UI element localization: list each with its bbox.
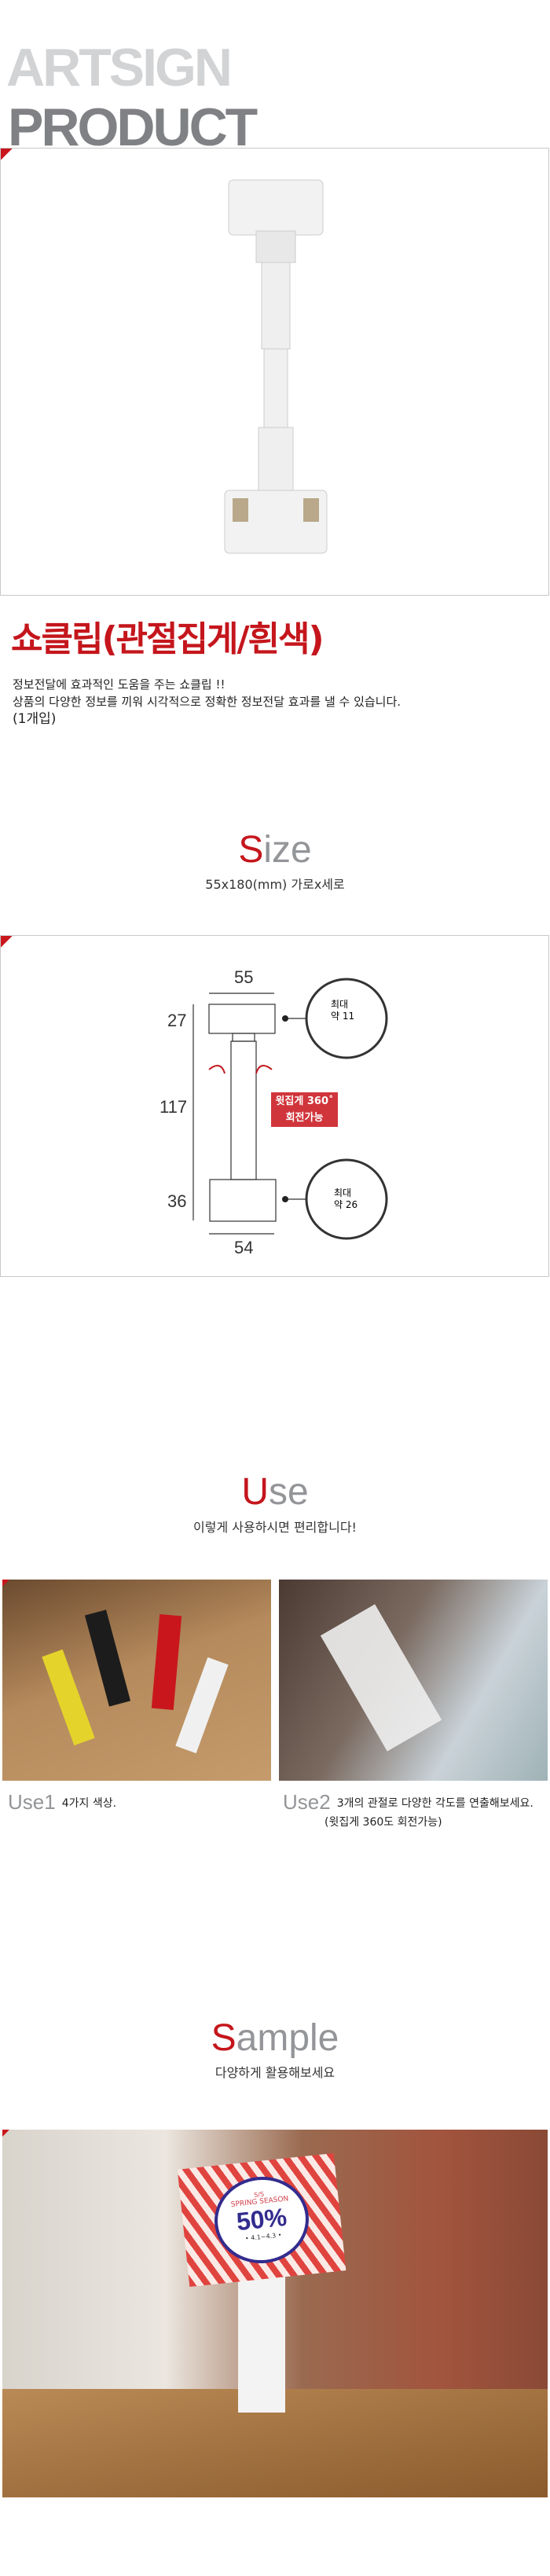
size-subtitle: 55x180(mm) 가로x세로 [205, 877, 345, 892]
use2-caption: Use2 3개의 관절로 다양한 각도를 연출해보세요. (윗집게 360도 회전가… [283, 1790, 534, 1830]
dim-top-width: 55 [234, 967, 254, 987]
heading-rest: se [268, 1471, 309, 1513]
size-heading: Size [0, 831, 550, 869]
use-text: (윗집게 360도 회전가능) [324, 1816, 442, 1829]
use-label: Use2 [283, 1790, 331, 1814]
rotate-badge: 윗집게 360˚ 회전가능 [271, 1093, 338, 1126]
product-description: 정보전달에 효과적인 도움을 주는 쇼클립 !! 상품의 다양한 정보를 끼워 … [13, 676, 401, 728]
show-clip-image [224, 179, 328, 554]
callout-value: 약 11 [331, 1011, 355, 1022]
sample-photo: S/S SPRING SEASON 50% • 4.1~4.3 • [2, 2130, 548, 2497]
sample-subtitle: 다양하게 활용해보세요 [214, 2065, 336, 2080]
dimension-drawing [192, 978, 388, 1240]
rotate-text: 회전가능 [285, 1112, 324, 1124]
use-subtitle: 이렇게 사용하시면 편리합니다! [193, 1520, 357, 1535]
heading-initial: S [211, 2017, 236, 2059]
use1-photo [2, 1580, 271, 1781]
corner-ribbon [2, 2130, 47, 2143]
callout-value: 약 26 [334, 1199, 358, 1210]
heading-initial: U [241, 1471, 269, 1513]
sale-card: S/S SPRING SEASON 50% • 4.1~4.3 • [177, 2152, 346, 2288]
heading-rest: ize [263, 829, 312, 871]
callout-label: 최대 [334, 1187, 352, 1198]
use-text: 3개의 관절로 다양한 각도를 연출해보세요. [336, 1797, 534, 1810]
callout-label: 최대 [331, 999, 349, 1010]
heading-rest: ample [236, 2017, 339, 2059]
brand-line-artsign: ARTSIGN [6, 38, 233, 97]
product-title: 쇼클립(관절집게/흰색) [11, 619, 324, 659]
heading-initial: S [238, 829, 264, 871]
desc-line: (1개입) [13, 711, 57, 727]
rotate-text: 윗집게 360˚ [275, 1095, 334, 1107]
brand-line-product: PRODUCT [8, 97, 258, 157]
sale-badge: S/S SPRING SEASON 50% • 4.1~4.3 • [210, 2172, 314, 2268]
use2-photo [279, 1580, 548, 1781]
dim-top-height: 27 [167, 1011, 187, 1030]
dim-bottom-height: 36 [167, 1191, 187, 1211]
use1-caption: Use1 4가지 색상. [8, 1790, 116, 1815]
corner-ribbon [2, 1580, 47, 1593]
use-heading: Use [0, 1473, 550, 1511]
desc-line: 정보전달에 효과적인 도움을 주는 쇼클립 !! [13, 677, 226, 692]
dim-bottom-width: 54 [234, 1238, 254, 1257]
product-image-frame [0, 148, 549, 596]
dim-mid-height: 117 [160, 1097, 188, 1117]
corner-ribbon [1, 149, 56, 167]
use-label: Use1 [8, 1790, 56, 1814]
use-text: 4가지 색상. [61, 1797, 117, 1810]
sample-heading: Sample [0, 2020, 550, 2057]
desc-line: 상품의 다양한 정보를 끼워 시각적으로 정확한 정보전달 효과를 낼 수 있습… [13, 695, 402, 709]
